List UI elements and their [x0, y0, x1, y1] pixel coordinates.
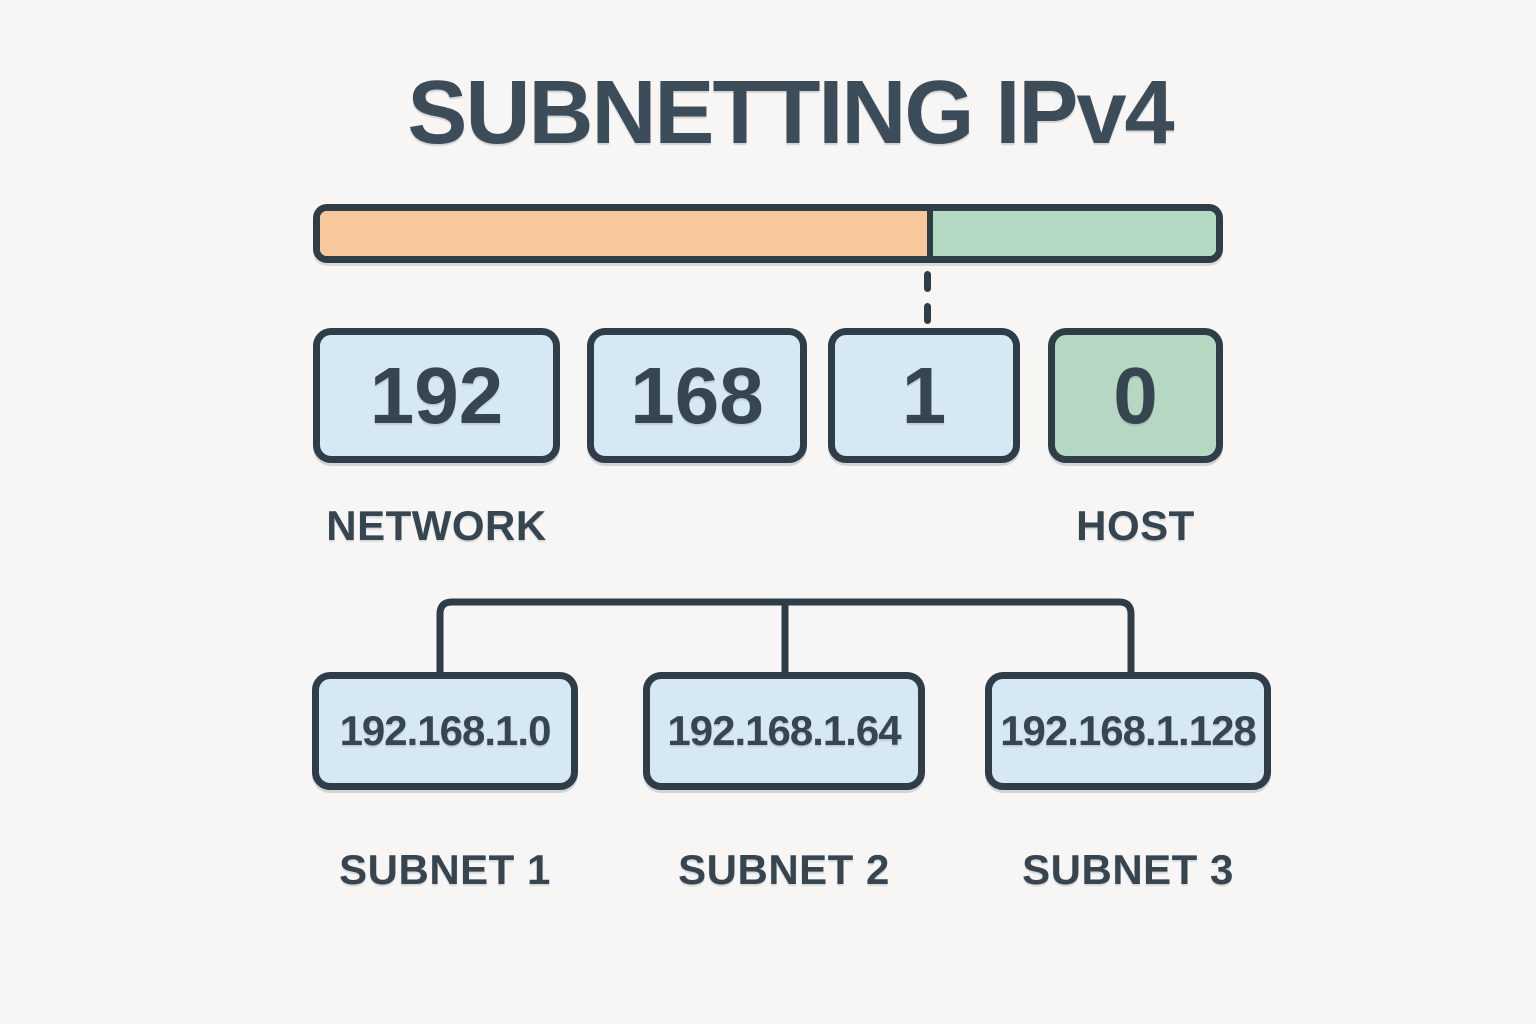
- segment-divider: [926, 211, 933, 256]
- subnet-address: 192.168.1.128: [1000, 707, 1257, 754]
- subnet-box-2: 192.168.1.64: [643, 672, 925, 790]
- split-dash: [924, 303, 931, 324]
- subnet-label-1: SUBNET 1: [339, 846, 551, 893]
- octet-box-2: 168: [587, 328, 807, 463]
- octet-box-3: 1: [828, 328, 1020, 463]
- split-dash-line: [924, 271, 931, 324]
- subnet-label-3: SUBNET 3: [1022, 846, 1234, 893]
- host-label: HOST: [1076, 502, 1195, 549]
- subnet-box-3: 192.168.1.128: [985, 672, 1271, 790]
- octet-value: 168: [630, 350, 764, 440]
- subnet-label-2: SUBNET 2: [678, 846, 890, 893]
- host-segment: [932, 211, 1216, 256]
- octet-value: 1: [901, 350, 947, 440]
- subnet-box-1: 192.168.1.0: [312, 672, 578, 790]
- page-title: SUBNETTING IPv4: [407, 63, 1174, 163]
- network-segment: [320, 211, 927, 256]
- address-bar: [313, 204, 1223, 263]
- network-label: NETWORK: [326, 502, 547, 549]
- subnet-address: 192.168.1.64: [667, 707, 901, 754]
- octet-box-4: 0: [1048, 328, 1223, 463]
- octet-value: 192: [369, 350, 504, 440]
- octet-value: 0: [1113, 350, 1158, 440]
- octet-box-1: 192: [313, 328, 560, 463]
- subnet-address: 192.168.1.0: [339, 707, 552, 754]
- split-dash: [924, 271, 931, 292]
